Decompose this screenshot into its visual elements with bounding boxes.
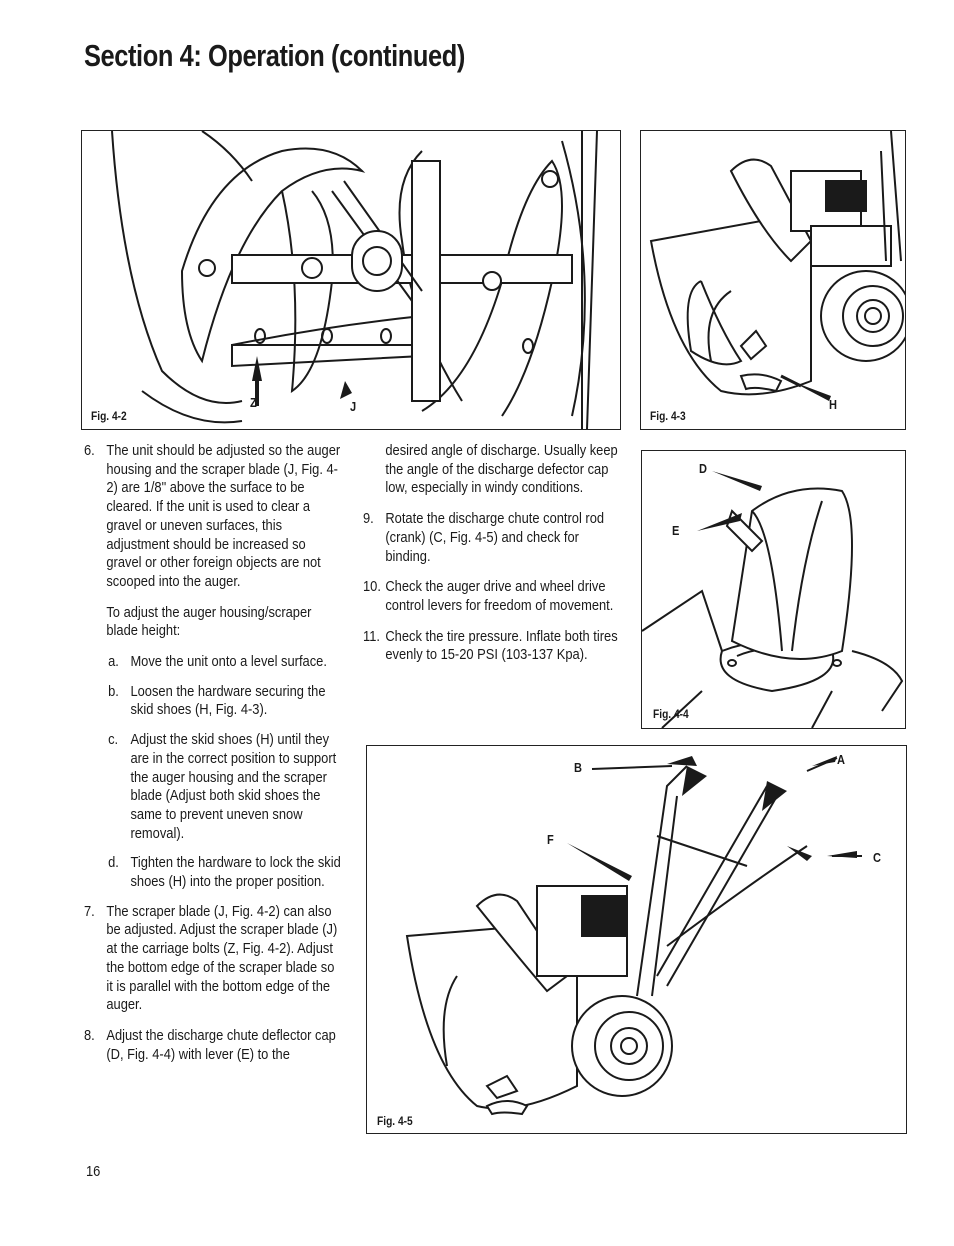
instruction-item-11: 11. Check the tire pressure. Inflate bot…: [363, 627, 618, 664]
page-title: Section 4: Operation (continued): [84, 38, 465, 73]
discharge-chute-illustration: [642, 471, 904, 728]
figure-caption: Fig. 4-3: [650, 409, 686, 423]
figure-4-5: B A F C Fig. 4-5: [366, 745, 907, 1134]
callout-f: F: [547, 832, 554, 847]
auger-illustration: [111, 131, 598, 429]
instruction-item-7: 7. The scraper blade (J, Fig. 4-2) can a…: [84, 902, 338, 1014]
substep-b: b. Loosen the hardware securing the skid…: [108, 682, 326, 719]
instruction-item-9: 9. Rotate the discharge chute control ro…: [363, 510, 605, 565]
substep-c: c. Adjust the skid shoes (H) until they …: [108, 731, 337, 842]
callout-a: A: [837, 752, 845, 767]
figure-4-4: D E Fig. 4-4: [641, 450, 906, 729]
substep-d: d. Tighten the hardware to lock the skid…: [108, 854, 341, 891]
callout-z: Z: [250, 395, 257, 410]
left-text-column: 6. The unit should be adjusted so the au…: [84, 442, 342, 1076]
callout-h: H: [829, 397, 837, 412]
snowblower-side-illustration: [649, 131, 905, 401]
figure-4-3: H Fig. 4-3: [640, 130, 906, 430]
callout-b: B: [574, 760, 582, 775]
callout-e: E: [672, 523, 680, 538]
snowblower-full-illustration: [405, 756, 862, 1116]
substep-a: a. Move the unit onto a level surface.: [108, 653, 327, 671]
item-8-continued: desired angle of discharge. Usually keep…: [385, 442, 618, 497]
figure-caption: Fig. 4-5: [377, 1114, 413, 1128]
callout-c: C: [873, 850, 881, 865]
right-text-column: desired angle of discharge. Usually keep…: [363, 442, 621, 677]
figure-caption: Fig. 4-4: [653, 707, 689, 721]
instruction-item-8: 8. Adjust the discharge chute deflector …: [84, 1026, 336, 1063]
instruction-item-10: 10. Check the auger drive and wheel driv…: [363, 578, 614, 614]
instruction-item-6: 6. The unit should be adjusted so the au…: [84, 442, 341, 590]
page-number: 16: [86, 1163, 101, 1180]
figure-caption: Fig. 4-2: [91, 409, 127, 423]
callout-d: D: [699, 461, 707, 476]
adjust-intro: To adjust the auger housing/scraper blad…: [106, 603, 312, 640]
figure-4-2: Z J Fig. 4-2: [81, 130, 621, 430]
callout-j: J: [350, 399, 357, 414]
